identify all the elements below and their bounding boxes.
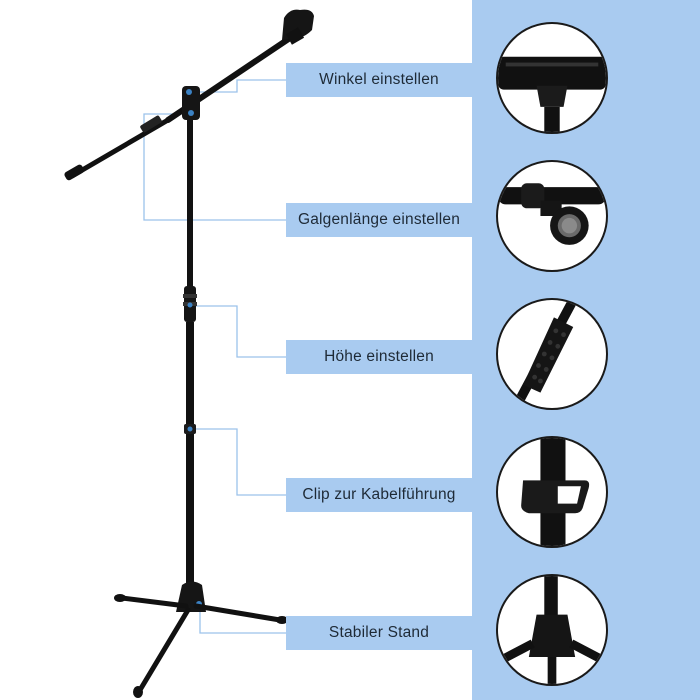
label-height: Höhe einstellen [286,340,472,374]
detail-boom-length [496,160,608,272]
label-cable-clip: Clip zur Kabelführung [286,478,472,512]
callout-lines [143,79,286,634]
tripod-base [114,581,288,698]
angle-joint [182,86,200,120]
detail-cable-clip [496,436,608,548]
detail-angle-joint [496,22,608,134]
main-pole [183,120,197,592]
detail-height-grip [496,298,608,410]
boom-arm [64,9,314,181]
label-angle: Winkel einstellen [286,63,472,97]
detail-stable-base [496,574,608,686]
label-stable-stand: Stabiler Stand [286,616,472,650]
label-boom-length: Galgenlänge einstellen [286,203,472,237]
